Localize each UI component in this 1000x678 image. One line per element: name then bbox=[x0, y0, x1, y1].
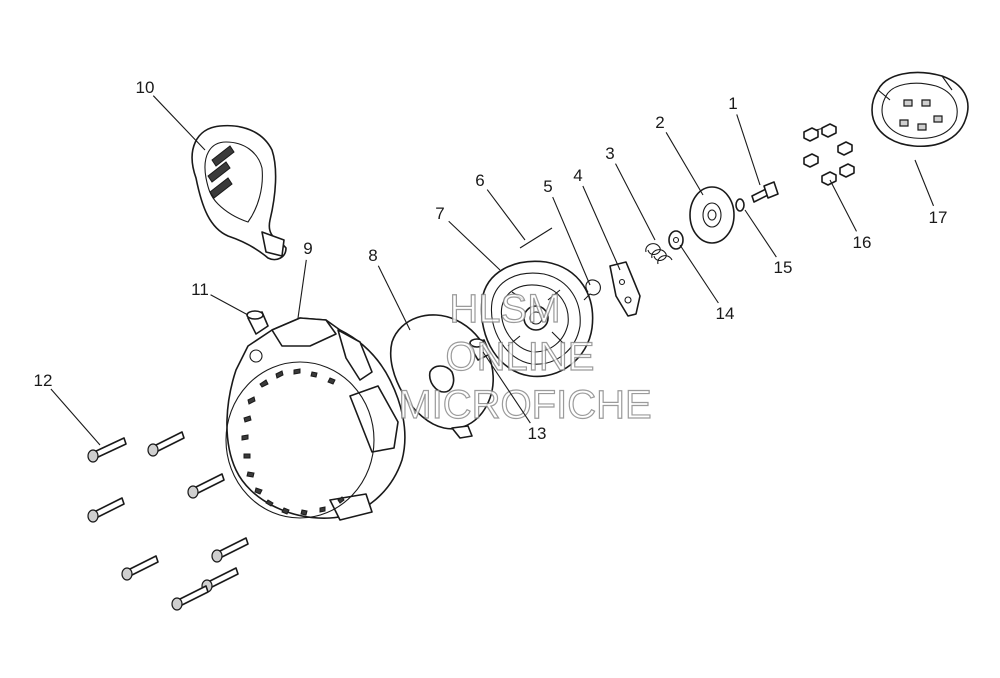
flat-washer bbox=[735, 198, 745, 212]
plug bbox=[246, 310, 269, 335]
small-nuts bbox=[803, 123, 855, 186]
callout-14: 14 bbox=[679, 244, 735, 323]
callout-9: 9 bbox=[297, 239, 313, 319]
starter-plate bbox=[389, 314, 494, 439]
starter-housing bbox=[225, 317, 406, 521]
callout-number: 9 bbox=[303, 239, 312, 258]
callout-8: 8 bbox=[368, 246, 411, 331]
callout-number: 10 bbox=[136, 78, 155, 97]
pawl-spring bbox=[583, 279, 601, 301]
leader-line bbox=[665, 132, 704, 196]
leader-line bbox=[552, 196, 591, 286]
callout-2: 2 bbox=[655, 113, 704, 196]
callout-1: 1 bbox=[728, 94, 761, 186]
watermark: HLSM ONLINE MICROFICHE bbox=[398, 286, 653, 427]
callout-3: 3 bbox=[605, 144, 656, 241]
housing-vent-slots bbox=[241, 368, 345, 516]
watermark-line2: ONLINE bbox=[446, 335, 595, 379]
watermark-line3: MICROFICHE bbox=[398, 383, 651, 427]
nut bbox=[821, 123, 837, 138]
pulley bbox=[480, 260, 594, 378]
callout-number: 5 bbox=[543, 177, 552, 196]
callout-number: 7 bbox=[435, 204, 444, 223]
leader-line bbox=[829, 179, 857, 232]
nut bbox=[803, 127, 825, 142]
leader-line bbox=[486, 189, 526, 241]
callout-12: 12 bbox=[34, 371, 101, 446]
callout-11: 11 bbox=[191, 280, 249, 316]
center-screw bbox=[751, 181, 779, 203]
callout-5: 5 bbox=[543, 177, 591, 286]
starter-rope bbox=[519, 227, 553, 249]
leader-line bbox=[377, 265, 411, 331]
friction-spring bbox=[645, 243, 673, 265]
bolt bbox=[211, 537, 249, 563]
callout-number: 14 bbox=[716, 304, 735, 323]
callout-number: 1 bbox=[728, 94, 737, 113]
callout-17: 17 bbox=[914, 159, 948, 227]
bolt bbox=[187, 473, 225, 499]
callout-number: 8 bbox=[368, 246, 377, 265]
nut bbox=[803, 153, 819, 168]
bolt bbox=[121, 555, 159, 581]
leader-line bbox=[914, 159, 935, 207]
callout-13: 13 bbox=[482, 351, 547, 443]
leader-line bbox=[615, 163, 656, 241]
starter-handle bbox=[191, 124, 287, 261]
callout-number: 11 bbox=[191, 280, 209, 299]
retainer-washer bbox=[668, 230, 684, 250]
ratchet-cup bbox=[871, 71, 969, 148]
callout-number: 4 bbox=[573, 166, 582, 185]
leader-line bbox=[297, 259, 307, 319]
watermark-line1: HLSM bbox=[449, 287, 560, 331]
callout-10: 10 bbox=[136, 78, 206, 151]
callout-number: 16 bbox=[853, 233, 872, 252]
nut bbox=[839, 163, 855, 178]
leader-line bbox=[736, 114, 761, 186]
leader-line bbox=[679, 244, 719, 304]
leader-line bbox=[210, 294, 249, 316]
leader-line bbox=[50, 388, 101, 446]
friction-plate bbox=[689, 186, 735, 244]
callout-7: 7 bbox=[435, 204, 501, 271]
leader-line bbox=[582, 185, 621, 271]
bolt bbox=[87, 437, 127, 463]
callout-number: 2 bbox=[655, 113, 664, 132]
leader-line bbox=[744, 209, 777, 258]
callout-4: 4 bbox=[573, 166, 621, 271]
callout-15: 15 bbox=[744, 209, 793, 277]
callout-number: 15 bbox=[774, 258, 793, 277]
leader-line bbox=[448, 220, 501, 271]
callout-number: 6 bbox=[475, 171, 484, 190]
callout-6: 6 bbox=[475, 171, 526, 241]
callout-number: 17 bbox=[929, 208, 948, 227]
housing-bolts bbox=[87, 431, 249, 611]
callout-number: 3 bbox=[605, 144, 614, 163]
ratchet-pawl bbox=[609, 261, 641, 317]
leader-line bbox=[482, 351, 531, 424]
callout-16: 16 bbox=[829, 179, 872, 252]
callout-number: 12 bbox=[34, 371, 53, 390]
bolt bbox=[147, 431, 185, 457]
nut bbox=[821, 171, 837, 186]
sleeve bbox=[469, 338, 491, 361]
callout-number: 13 bbox=[528, 424, 547, 443]
bolt bbox=[171, 585, 209, 611]
leader-line bbox=[152, 95, 206, 151]
bolt bbox=[87, 497, 125, 523]
nut bbox=[837, 141, 853, 156]
